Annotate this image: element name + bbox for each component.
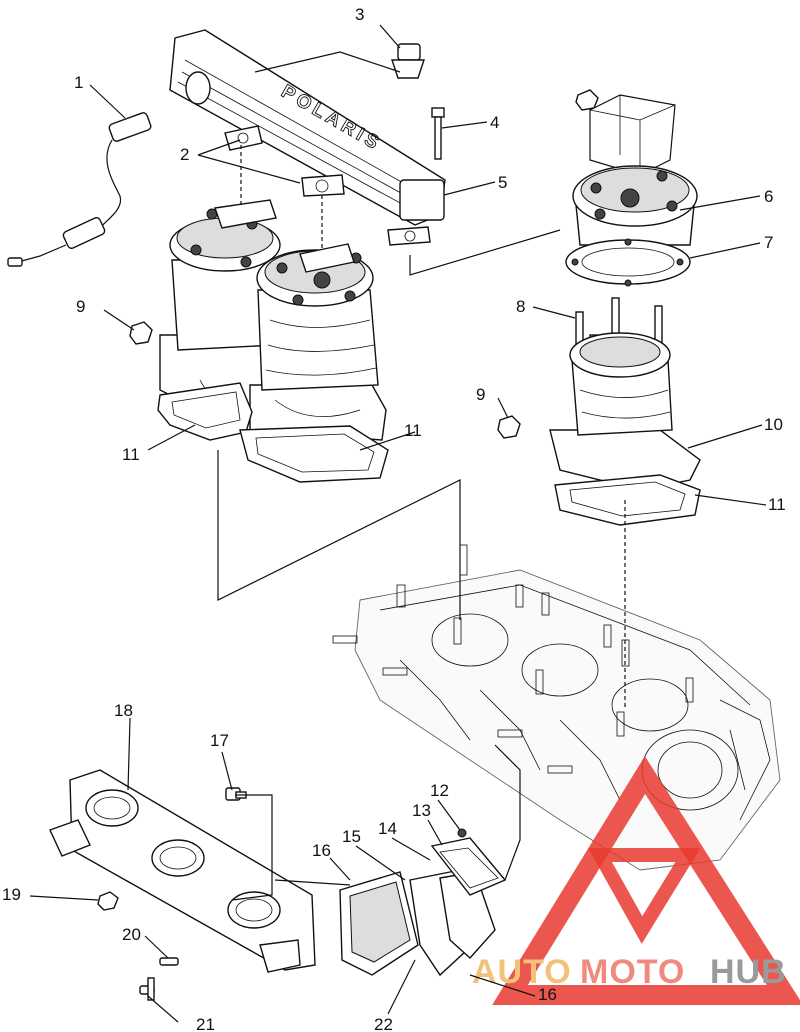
part-20-pin [159, 957, 179, 966]
watermark-triangle [492, 756, 800, 1005]
callout-16-bottom: 16 [538, 985, 557, 1004]
callout-17: 17 [210, 731, 229, 750]
callout-13: 13 [412, 801, 431, 820]
watermark-word-hub: HUB [710, 953, 787, 991]
part-3-plug [391, 43, 425, 79]
callout-11-middle: 11 [404, 421, 422, 440]
part-1-sensor [7, 112, 152, 267]
part-7-head-gasket [565, 238, 691, 287]
callout-11-left: 11 [122, 445, 140, 464]
part-18-intake-flange [49, 769, 316, 973]
leader-lines [29, 24, 767, 1023]
callout-4: 4 [490, 113, 499, 132]
callout-19: 19 [2, 885, 21, 904]
callout-11-right: 11 [768, 495, 786, 514]
callout-16-top: 16 [312, 841, 331, 860]
callout-15: 15 [342, 827, 361, 846]
part-11-gasket-right [554, 474, 701, 526]
part-2-gaskets [224, 125, 431, 246]
callout-18: 18 [114, 701, 133, 720]
callout-21: 21 [196, 1015, 215, 1032]
part-6-cylinder-head [572, 89, 698, 246]
callout-6: 6 [764, 187, 773, 206]
part-21-fitting [139, 977, 155, 1001]
callout-9-right: 9 [476, 385, 485, 404]
callout-14: 14 [378, 819, 397, 838]
callout-9-left: 9 [76, 297, 85, 316]
callout-12: 12 [430, 781, 449, 800]
callout-10: 10 [764, 415, 783, 434]
callout-7: 7 [764, 233, 773, 252]
callout-8: 8 [516, 297, 525, 316]
watermark-inner-mark [588, 848, 701, 944]
part-11-gaskets-left [157, 382, 389, 483]
callout-5: 5 [498, 173, 507, 192]
watermark-word-auto: AUTO [472, 953, 572, 991]
part-16-15-reed-block [339, 869, 496, 977]
part-10-cylinder [549, 332, 701, 491]
callout-22: 22 [374, 1015, 393, 1032]
callout-2: 2 [180, 145, 189, 164]
watermark-logo: AUTO MOTO HUB [472, 756, 800, 1005]
left-cylinder-assembly [159, 199, 387, 441]
part-4-bolt [431, 107, 445, 160]
callout-20: 20 [122, 925, 141, 944]
crankcase [332, 544, 781, 871]
callout-3: 3 [355, 5, 364, 24]
part-19-nut [97, 891, 119, 911]
part-9-nut-left [129, 321, 153, 345]
callout-labels: 3 1 2 4 5 6 7 8 9 9 10 11 11 11 12 13 14… [2, 5, 786, 1032]
watermark-word-moto: MOTO [580, 953, 685, 991]
part-9-nut-right [497, 415, 521, 439]
part-17-screw [225, 787, 247, 801]
callout-1: 1 [74, 73, 83, 92]
